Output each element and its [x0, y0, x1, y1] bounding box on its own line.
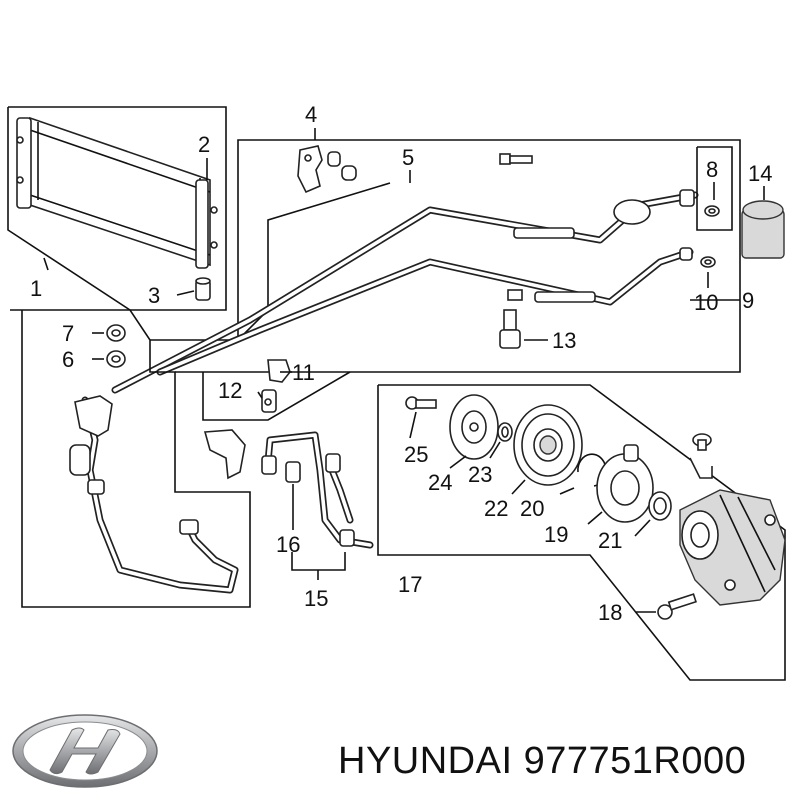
parts-diagram: 1 2 3 4 5 6 7 8 9 10 11 12 13 14 15 16 1…: [7, 102, 786, 681]
snap-ring-21: [648, 491, 672, 521]
callout-23: 23: [468, 462, 492, 487]
bolt-top: [499, 153, 533, 165]
callout-2: 2: [198, 132, 210, 157]
callout-8: 8: [706, 157, 718, 182]
hyundai-logo: [12, 714, 158, 788]
drier-cap: [195, 277, 211, 301]
o-ring-10: [700, 256, 716, 268]
discharge-fittings: [261, 453, 355, 547]
suction-block: [69, 395, 199, 535]
callout-25: 25: [404, 442, 428, 467]
callout-3: 3: [148, 283, 160, 308]
condenser: [16, 116, 218, 269]
callout-21: 21: [598, 528, 622, 553]
callout-20: 20: [520, 496, 544, 521]
fitting-upper: [513, 189, 695, 239]
field-coil-19: [596, 444, 654, 523]
bolt-25: [405, 396, 437, 410]
clutch-hub-24: [449, 394, 499, 460]
callout-17: 17: [398, 572, 422, 597]
callout-12: 12: [218, 378, 242, 403]
callout-1: 1: [30, 276, 42, 301]
callout-10: 10: [694, 290, 718, 315]
callout-6: 6: [62, 347, 74, 372]
callout-11: 11: [292, 360, 315, 385]
shim-23: [497, 422, 513, 442]
callout-7: 7: [62, 321, 74, 346]
o-ring-6: [106, 350, 126, 368]
callout-18: 18: [598, 600, 622, 625]
callout-22: 22: [484, 496, 508, 521]
pulley-22: [513, 404, 583, 486]
fitting-lower: [507, 247, 693, 303]
part-caption: HYUNDAI 977751R000: [338, 740, 747, 782]
callout-15: 15: [304, 586, 328, 611]
condenser-frame: [7, 106, 227, 311]
callout-19: 19: [544, 522, 568, 547]
compressor-frame: [377, 384, 786, 681]
mount-bracket-4: [297, 145, 357, 194]
bracket-12: [261, 359, 291, 413]
suction-frame: [10, 309, 251, 608]
receiver-drier: [741, 200, 785, 259]
callout-14: 14: [748, 161, 772, 186]
o-ring-7: [106, 324, 126, 342]
mount-bracket-lower: [203, 429, 246, 480]
bolt-18: [657, 593, 697, 620]
callout-4: 4: [305, 102, 317, 127]
callout-24: 24: [428, 470, 452, 495]
leader-lines: [43, 128, 765, 613]
o-ring-8: [704, 205, 720, 217]
sub-frame-11: [202, 371, 351, 421]
callout-5: 5: [402, 145, 414, 170]
callout-13: 13: [552, 328, 576, 353]
compressor-body: [679, 433, 786, 606]
callout-labels: 1 2 3 4 5 6 7 8 9 10 11 12 13 14 15 16 1…: [30, 102, 772, 625]
sub-frame-8: [696, 146, 733, 231]
callout-16: 16: [276, 532, 300, 557]
callout-9: 9: [742, 288, 754, 313]
valve-fitting-13: [499, 309, 521, 349]
